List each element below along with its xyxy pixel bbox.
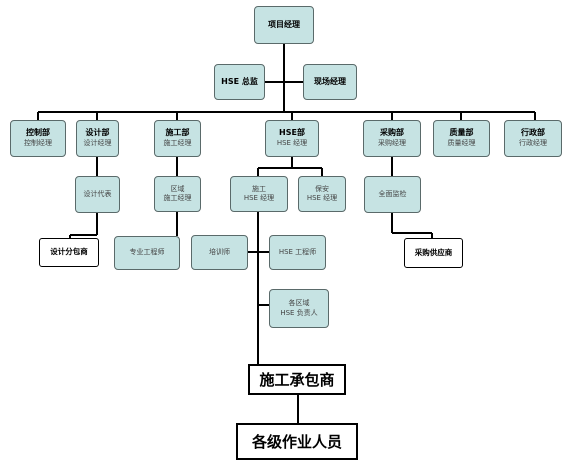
project-manager-box: 项目经理 [254,6,314,44]
construction-contractor-box: 施工承包商 [248,364,346,395]
dept-quality-name: 质量部 [449,128,474,138]
hse-director-box: HSE 总监 [214,64,265,100]
site-manager-box: 现场经理 [303,64,357,100]
procurement-supplier-box: 采购供应商 [404,238,463,268]
dept-quality-box: 质量部 质量经理 [433,120,490,157]
procurement-supplier-label: 采购供应商 [414,247,453,257]
trainer-label: 培训师 [209,247,230,256]
dept-hse-box: HSE部 HSE 经理 [265,120,319,157]
hse-engineer-label: HSE 工程师 [278,247,317,256]
dept-control-manager: 控制经理 [24,139,52,148]
construction-hse-line2: HSE 经理 [243,194,275,202]
dept-quality-manager: 质量经理 [447,139,476,148]
dept-procurement-name: 采购部 [380,128,404,138]
workers-box: 各级作业人员 [236,423,358,460]
area-construction-line1: 区域 [170,184,185,193]
design-rep-box: 设计代表 [75,176,120,213]
area-hse-lead-line1: 各区域 [288,299,310,308]
dept-admin-box: 行政部 行政经理 [504,120,562,157]
dept-control-box: 控制部 控制经理 [10,120,66,157]
dept-procurement-manager: 采购经理 [378,139,406,148]
dept-design-box: 设计部 设计经理 [76,120,119,157]
dept-design-name: 设计部 [85,128,110,138]
hse-engineer-box: HSE 工程师 [269,235,326,270]
design-subcontractor-box: 设计分包商 [39,238,99,267]
area-construction-box: 区域 施工经理 [154,176,201,212]
dept-construction-box: 施工部 施工经理 [154,120,201,157]
full-inspector-label: 全面监检 [378,189,407,198]
dept-procurement-box: 采购部 采购经理 [363,120,421,157]
dept-design-manager: 设计经理 [83,139,112,148]
site-manager-label: 现场经理 [314,76,346,86]
full-inspector-box: 全面监检 [364,176,421,213]
construction-contractor-label: 施工承包商 [259,371,335,389]
project-manager-label: 项目经理 [268,19,300,29]
dept-hse-name: HSE部 [279,128,305,138]
construction-hse-line1: 施工 [252,184,266,193]
professional-engineer-box: 专业工程师 [114,236,180,270]
dept-construction-name: 施工部 [165,128,190,138]
design-rep-label: 设计代表 [83,189,112,198]
area-construction-line2: 施工经理 [163,194,192,202]
security-hse-line2: HSE 经理 [306,194,338,202]
security-hse-box: 保安 HSE 经理 [298,176,346,212]
professional-engineer-label: 专业工程师 [129,248,165,257]
hse-director-label: HSE 总监 [221,76,258,86]
design-subcontractor-label: 设计分包商 [50,247,88,257]
construction-hse-box: 施工 HSE 经理 [230,176,288,212]
dept-control-name: 控制部 [26,128,50,138]
dept-construction-manager: 施工经理 [163,139,192,148]
trainer-box: 培训师 [191,235,248,270]
dept-admin-manager: 行政经理 [519,139,547,148]
dept-hse-manager: HSE 经理 [276,139,308,148]
dept-admin-name: 行政部 [521,128,545,138]
area-hse-lead-line2: HSE 负责人 [280,308,318,317]
workers-label: 各级作业人员 [251,433,342,451]
area-hse-lead-box: 各区域 HSE 负责人 [269,289,329,328]
security-hse-line1: 保安 [315,184,329,193]
